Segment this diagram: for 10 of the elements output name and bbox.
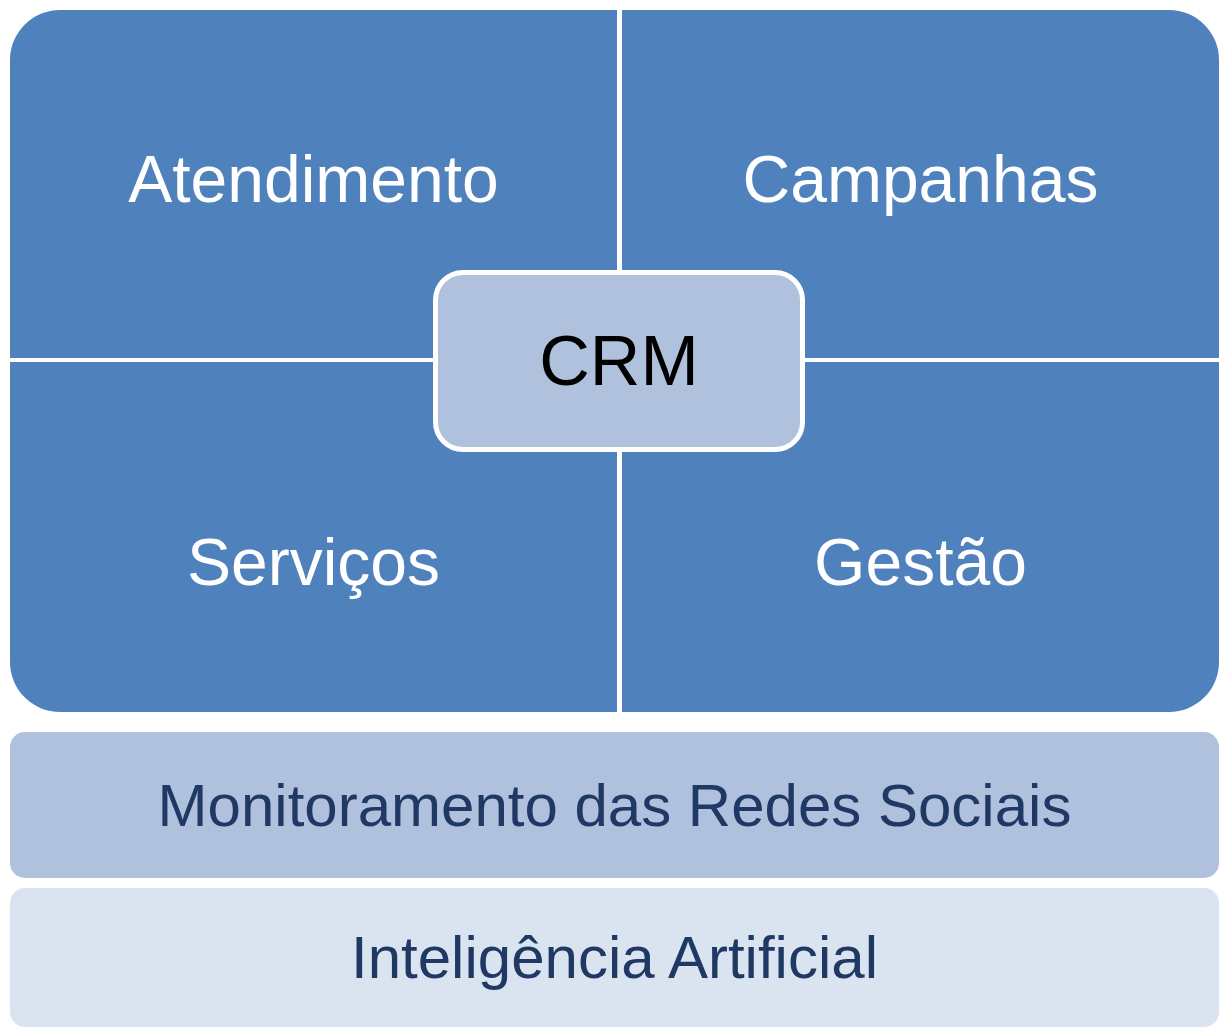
- node-label: Serviços: [186, 524, 441, 600]
- layer-band: [10, 888, 1219, 1027]
- node-label: Campanhas: [742, 141, 1099, 217]
- layer-band: [10, 732, 1219, 878]
- node-label: Inteligência Artificial: [351, 923, 878, 992]
- node-label: CRM: [539, 321, 699, 401]
- node-label: Monitoramento das Redes Sociais: [157, 770, 1072, 840]
- center-box: [433, 270, 805, 452]
- node-label: Atendimento: [128, 141, 499, 217]
- node-label: Gestão: [814, 524, 1027, 600]
